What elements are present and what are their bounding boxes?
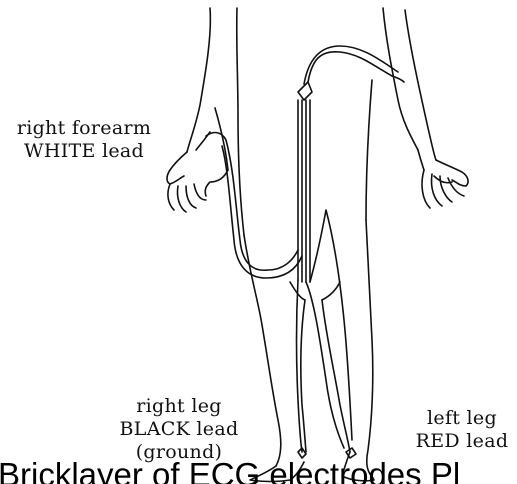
left-leg-label: left leg RED lead [402, 407, 517, 453]
right-forearm-label: right forearm WHITE lead [4, 117, 164, 163]
left-leg-label-line2: RED lead [402, 430, 517, 453]
right-forearm-label-line2: WHITE lead [4, 140, 164, 163]
right-leg-label: right leg BLACK lead (ground) [104, 395, 254, 465]
left-leg-label-line1: left leg [402, 407, 517, 430]
right-leg-label-line1: right leg [104, 395, 254, 418]
figure-caption: Bricklayer of ECG electrodes Pl [0, 458, 460, 484]
left-hand-drawing [418, 150, 468, 208]
right-hand-drawing [167, 132, 228, 212]
right-forearm-label-line1: right forearm [4, 117, 164, 140]
right-leg-label-line2: BLACK lead [104, 418, 254, 441]
